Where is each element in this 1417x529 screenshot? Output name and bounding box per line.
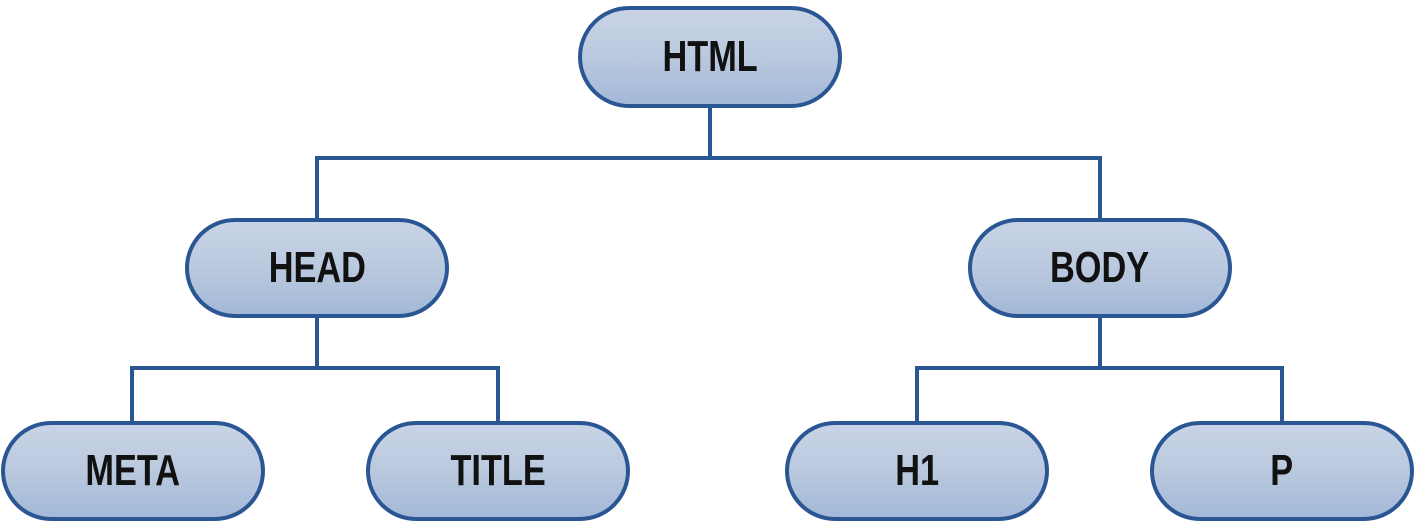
- connector-drop-body: [1098, 156, 1102, 220]
- connector-level2-right-bar: [915, 366, 1284, 370]
- connector-drop-title: [496, 366, 500, 423]
- node-meta: META: [1, 421, 265, 521]
- node-html-label: HTML: [662, 32, 758, 81]
- connector-drop-head: [315, 156, 319, 220]
- connector-head-stem: [315, 316, 319, 370]
- node-body-label: BODY: [1050, 243, 1150, 292]
- connector-level1-bar: [315, 156, 1102, 160]
- node-head: HEAD: [185, 218, 449, 318]
- node-p: P: [1150, 421, 1414, 521]
- connector-html-stem: [708, 106, 712, 160]
- connector-drop-p: [1280, 366, 1284, 423]
- node-html: HTML: [578, 6, 842, 108]
- node-meta-label: META: [85, 446, 181, 495]
- node-head-label: HEAD: [268, 243, 366, 292]
- node-title: TITLE: [366, 421, 630, 521]
- connector-drop-h1: [915, 366, 919, 423]
- node-h1: H1: [785, 421, 1049, 521]
- connector-level2-left-bar: [130, 366, 500, 370]
- connector-body-stem: [1098, 316, 1102, 370]
- node-body: BODY: [968, 218, 1232, 318]
- node-title-label: TITLE: [450, 446, 546, 495]
- connector-drop-meta: [130, 366, 134, 423]
- node-p-label: P: [1270, 446, 1294, 495]
- node-h1-label: H1: [895, 446, 939, 495]
